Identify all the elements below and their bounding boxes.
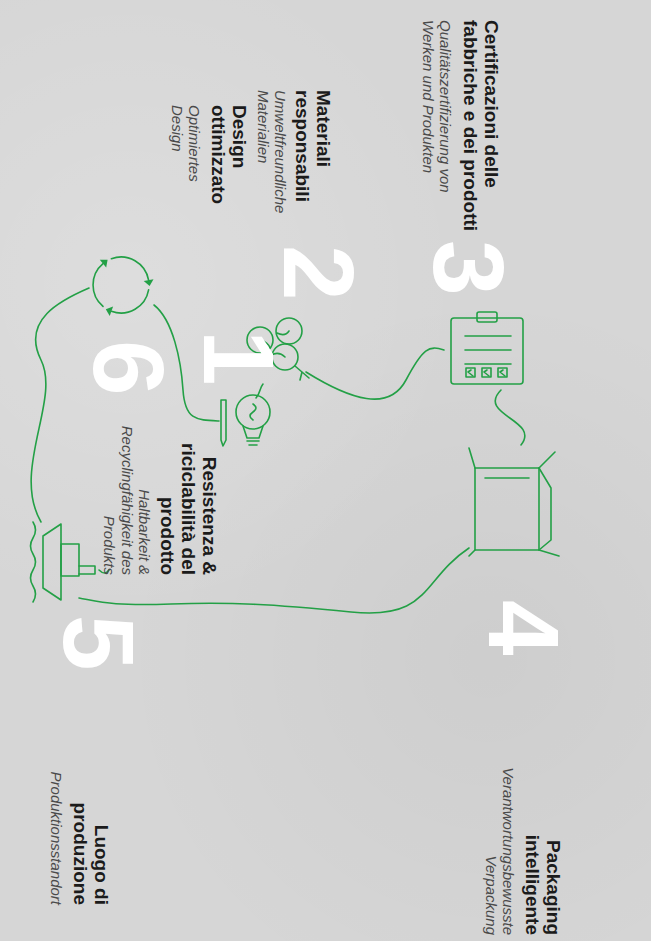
recycle-icon <box>93 257 149 313</box>
step-subtitle: Produktionsstandort <box>48 745 65 905</box>
wavy-line <box>31 288 89 522</box>
step-heading: Resistenza & riciclabilità del prodotto <box>156 435 219 575</box>
bulb-icon <box>221 395 270 446</box>
ship-icon <box>31 522 110 602</box>
step-subtitle: Verantwortungsbewusste Verpackung <box>483 745 518 935</box>
step-heading: Luogo di produzione <box>69 785 111 905</box>
clipboard-icon <box>451 312 523 384</box>
step-number: 1 <box>199 330 279 390</box>
step-subtitle: Optimiertes Design <box>169 105 204 215</box>
step-subtitle: Haltbarkeit & Recyclingfähigkeit des Pro… <box>101 415 153 575</box>
step-number: 6 <box>89 340 169 400</box>
step-heading: Materiali responsabili <box>291 90 333 220</box>
box-icon <box>469 448 559 556</box>
step-heading: Certificazioni delle fabbriche e dei pro… <box>459 20 501 235</box>
wavy-line <box>495 390 525 445</box>
wavy-line <box>306 348 444 399</box>
step-heading: Design ottimizzato <box>207 105 249 230</box>
step-number: 4 <box>484 600 564 660</box>
step-subtitle: Umweltfreundliche Materialien <box>255 90 290 235</box>
step-heading: Packaging intelligente <box>521 765 563 935</box>
step-number: 2 <box>279 245 359 305</box>
recycle-arrowheads <box>100 260 154 316</box>
step-number: 3 <box>429 240 509 300</box>
step-number: 5 <box>59 615 139 675</box>
step-subtitle: Qualitätszertifizierung von Werken und P… <box>420 20 455 235</box>
